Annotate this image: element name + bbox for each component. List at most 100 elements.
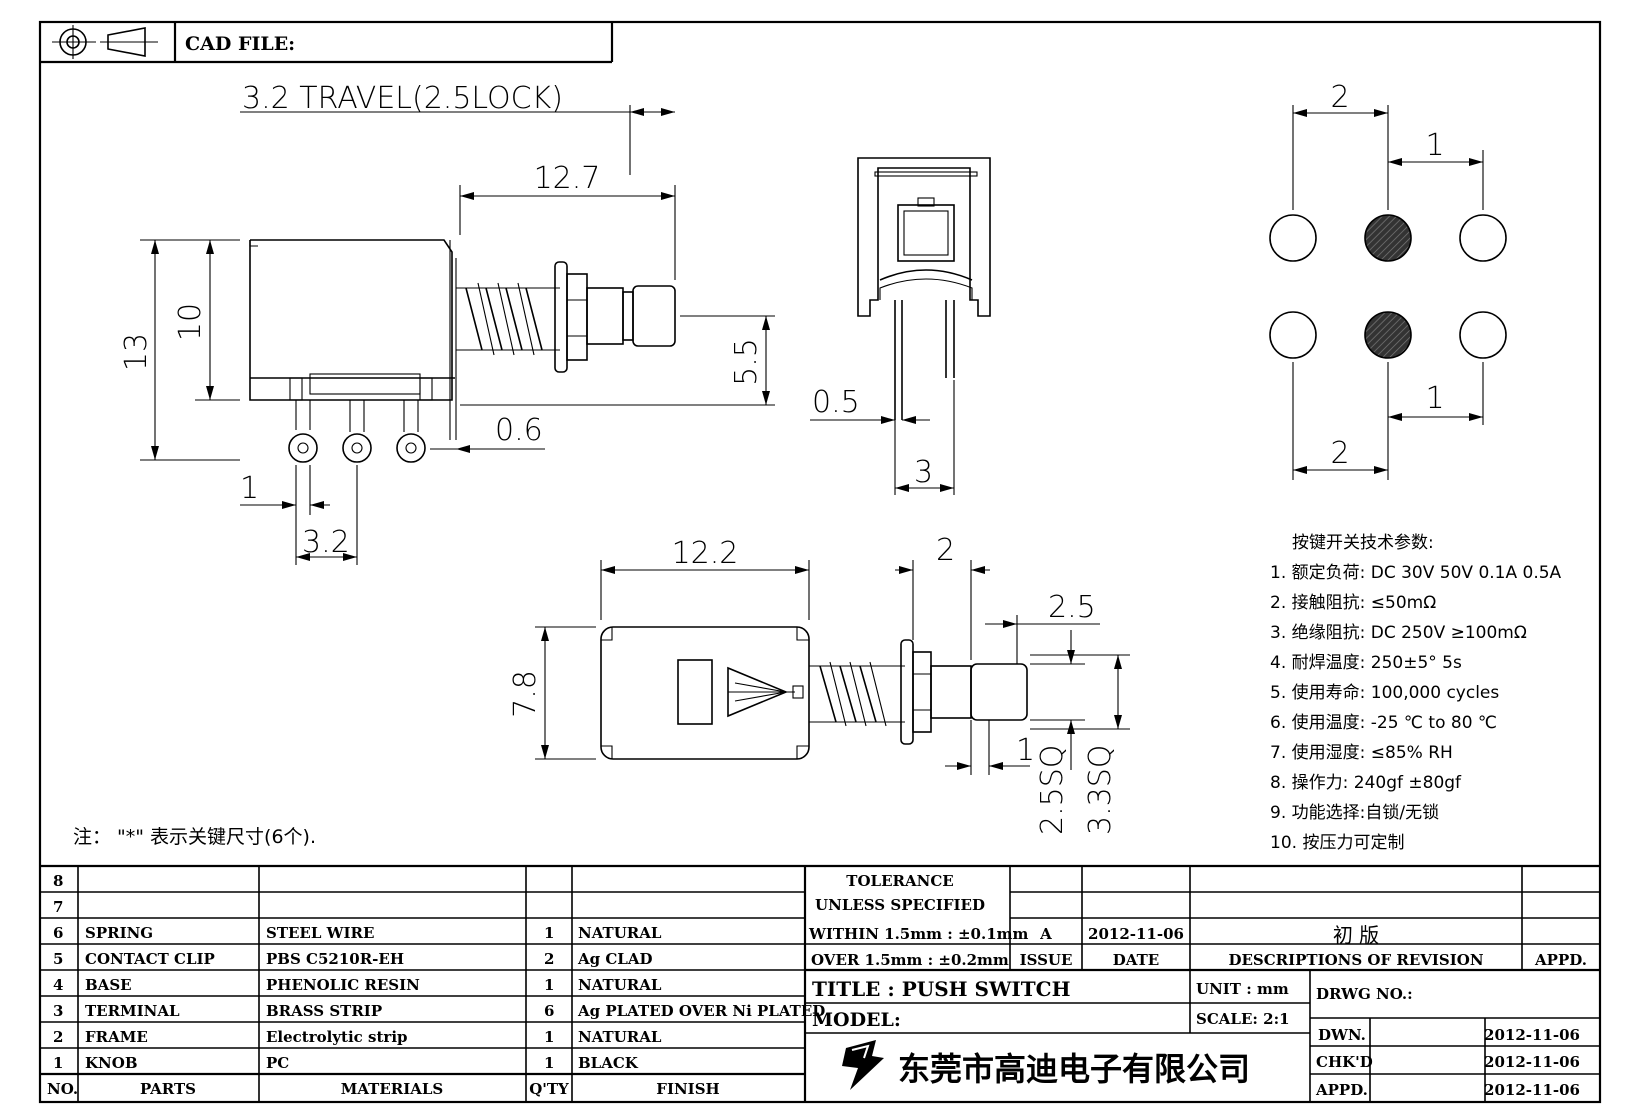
revision-issue-label: ISSUE xyxy=(1020,951,1073,969)
bom-table: 8 7 6 SPRING STEEL WIRE 1 NATURAL 5 CONT… xyxy=(40,864,1600,1102)
tolerance-within: WITHIN 1.5mm : ±0.1mm xyxy=(808,925,1029,943)
pcb-hole xyxy=(1269,214,1317,262)
bom-no: 2 xyxy=(53,1028,63,1046)
bom-no: 5 xyxy=(53,950,63,968)
bom-part: TERMINAL xyxy=(85,1002,180,1020)
revision-issue: A xyxy=(1039,925,1052,943)
bom-no: 1 xyxy=(53,1054,63,1072)
company-name: 东莞市高迪电子有限公司 xyxy=(898,1050,1250,1088)
bom-finish: Ag PLATED OVER Ni PLATED xyxy=(577,1002,825,1020)
bom-part: KNOB xyxy=(85,1054,138,1072)
revision-desc-label: DESCRIPTIONS OF REVISION xyxy=(1228,951,1483,969)
spec-item: 9. 功能选择:自锁/无锁 xyxy=(1270,803,1439,823)
revision-appd-label: APPD. xyxy=(1534,951,1587,969)
tolerance-title: TOLERANCE xyxy=(846,872,953,890)
bom-header-finish: FINISH xyxy=(656,1080,719,1098)
tolerance-subtitle: UNLESS SPECIFIED xyxy=(815,896,985,914)
dim-pcb-bottom-2: 2 xyxy=(1330,436,1349,471)
dim-gap: 0.6 xyxy=(495,413,543,448)
bom-material: PBS C5210R-EH xyxy=(266,950,404,968)
bom-qty: 1 xyxy=(544,924,554,942)
dim-shaft-height: 5.5 xyxy=(729,338,764,386)
bom-part: CONTACT CLIP xyxy=(85,950,215,968)
bom-material: PC xyxy=(266,1054,289,1072)
dim-pcb-bottom-1: 1 xyxy=(1425,381,1444,416)
spec-item: 8. 操作力: 240gf ±80gf xyxy=(1270,773,1462,793)
pcb-hole-key xyxy=(1364,311,1412,359)
bom-no: 7 xyxy=(53,898,63,916)
spec-item: 6. 使用温度: -25 ℃ to 80 ℃ xyxy=(1270,712,1497,733)
drawing-border xyxy=(38,20,1602,1104)
dim-top-2: 2 xyxy=(936,533,955,568)
pcb-hole xyxy=(1459,311,1507,359)
spec-item: 2. 接触阻抗: ≤50mΩ xyxy=(1270,593,1436,613)
projection-symbol-icon xyxy=(52,25,158,59)
drwg-no-label: DRWG NO.: xyxy=(1316,985,1413,1003)
chkd-label: CHK'D xyxy=(1316,1053,1373,1071)
bom-qty: 1 xyxy=(544,1028,554,1046)
bom-header-materials: MATERIALS xyxy=(341,1080,444,1098)
bom-part: SPRING xyxy=(85,924,153,942)
bom-part: BASE xyxy=(85,976,132,994)
bom-no: 4 xyxy=(53,976,63,994)
bom-finish: BLACK xyxy=(578,1054,639,1072)
bom-material: PHENOLIC RESIN xyxy=(266,976,420,994)
dim-pin-pitch-1: 1 xyxy=(240,471,259,506)
revision-date-label: DATE xyxy=(1113,951,1159,969)
key-dimension-note: 注： "*" 表示关键尺寸(6个). xyxy=(73,826,316,848)
pcb-hole xyxy=(1269,311,1317,359)
header-block: CAD FILE: xyxy=(40,22,614,64)
pcb-layout: 2 1 1 2 xyxy=(1269,80,1507,480)
revision-date: 2012-11-06 xyxy=(1088,925,1184,943)
dim-travel: 3.2 TRAVEL(2.5LOCK) xyxy=(242,81,563,116)
appd-date: 2012-11-06 xyxy=(1484,1081,1580,1099)
title-block: TITLE : PUSH SWITCH MODEL: UNIT : mm SCA… xyxy=(805,970,1600,1102)
spec-item: 1. 额定负荷: DC 30V 50V 0.1A 0.5A xyxy=(1270,563,1562,583)
bom-material: STEEL WIRE xyxy=(266,924,374,942)
dim-front-3: 3 xyxy=(914,455,933,490)
drawing-title: TITLE : PUSH SWITCH xyxy=(812,977,1070,1001)
dim-top-width: 7.8 xyxy=(508,670,543,718)
front-view: 0.5 3 xyxy=(810,157,991,495)
revision-description: 初 版 xyxy=(1333,923,1379,947)
unit-label: UNIT : mm xyxy=(1196,980,1289,998)
bom-header-no: NO. xyxy=(47,1080,78,1098)
spec-item: 7. 使用湿度: ≤85% RH xyxy=(1270,742,1453,763)
bom-finish: NATURAL xyxy=(578,1028,662,1046)
bom-finish: Ag CLAD xyxy=(577,950,652,968)
dim-pcb-top-2: 2 xyxy=(1330,80,1349,115)
tolerance-over: OVER 1.5mm : ±0.2mm xyxy=(811,951,1009,969)
dim-top-1: 1 xyxy=(1016,733,1035,768)
spec-item: 5. 使用寿命: 100,000 cycles xyxy=(1270,682,1499,703)
dim-front-0-5: 0.5 xyxy=(812,385,860,420)
cad-file-label: CAD FILE: xyxy=(185,33,295,55)
spec-list: 按键开关技术参数: 1. 额定负荷: DC 30V 50V 0.1A 0.5A … xyxy=(1270,533,1562,853)
pcb-hole xyxy=(1459,214,1507,262)
bom-header-parts: PARTS xyxy=(140,1080,196,1098)
model-label: MODEL: xyxy=(812,1009,901,1031)
bom-material: Electrolytic strip xyxy=(266,1028,408,1046)
dwn-date: 2012-11-06 xyxy=(1484,1026,1580,1044)
dwn-label: DWN. xyxy=(1318,1026,1366,1044)
dim-top-2-5sq: 2.5SQ xyxy=(1035,745,1070,835)
bom-qty: 6 xyxy=(544,1002,554,1020)
dim-height-10: 10 xyxy=(173,303,208,341)
spec-item: 3. 绝缘阻抗: DC 250V ≥100mΩ xyxy=(1270,623,1527,643)
appd-label: APPD. xyxy=(1315,1081,1368,1099)
scale-label: SCALE: 2:1 xyxy=(1196,1010,1290,1028)
company-logo-icon xyxy=(842,1040,884,1090)
dim-pin-pitch-3-2: 3.2 xyxy=(302,525,350,560)
dim-side-length: 12.7 xyxy=(534,161,601,196)
bom-material: BRASS STRIP xyxy=(266,1002,382,1020)
side-view: 13 10 12.7 3.2 TRAVEL(2.5LOCK) 5.5 0.6 xyxy=(119,81,775,565)
bom-no: 6 xyxy=(53,924,63,942)
spec-item: 4. 耐焊温度: 250±5° 5s xyxy=(1270,653,1462,673)
bom-part: FRAME xyxy=(85,1028,148,1046)
dim-top-2-5: 2.5 xyxy=(1048,590,1096,625)
bom-header-qty: Q'TY xyxy=(529,1080,569,1098)
dim-pcb-top-1: 1 xyxy=(1425,128,1444,163)
bom-finish: NATURAL xyxy=(578,924,662,942)
pcb-hole-key xyxy=(1364,214,1412,262)
top-view: 12.2 7.8 2 2.5 1 2.5SQ xyxy=(508,533,1130,835)
